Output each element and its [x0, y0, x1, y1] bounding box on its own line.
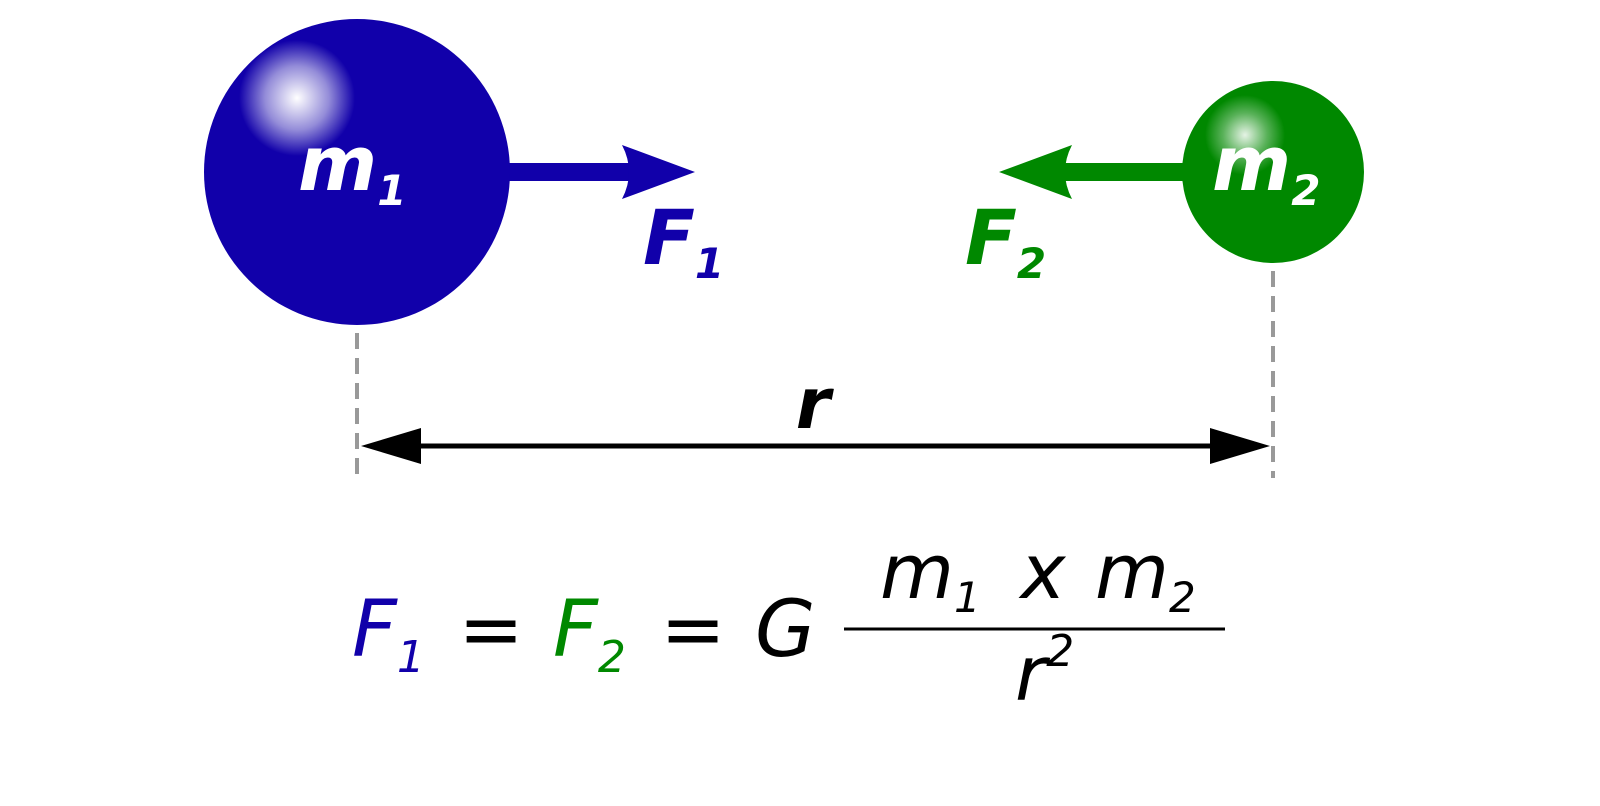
mass2-label: m2: [1212, 119, 1320, 215]
equation-f2: F2: [553, 585, 626, 683]
distance-label: r: [796, 363, 835, 445]
equation-equals-2: =: [660, 585, 725, 675]
mass1-sphere: [204, 19, 510, 325]
force2-label: F2: [965, 193, 1046, 288]
mass1-label: m1: [298, 119, 406, 215]
gravity-equation: F1 = F2 = G m1 x m2 r2: [352, 527, 1225, 718]
force1-label: F1: [643, 193, 724, 288]
equation-g: G: [755, 585, 815, 675]
equation-equals-1: =: [458, 585, 523, 675]
mass2-sphere: [1182, 81, 1364, 263]
equation-f1: F1: [352, 585, 425, 683]
force2-arrow: [999, 145, 1192, 199]
equation-times: x: [1019, 527, 1067, 616]
equation-denominator: r2: [1015, 626, 1074, 718]
equation-numerator-m1: m1: [880, 527, 981, 622]
force1-arrow: [505, 145, 695, 199]
equation-numerator-m2: m2: [1095, 527, 1196, 622]
distance-arrow: [361, 428, 1270, 464]
